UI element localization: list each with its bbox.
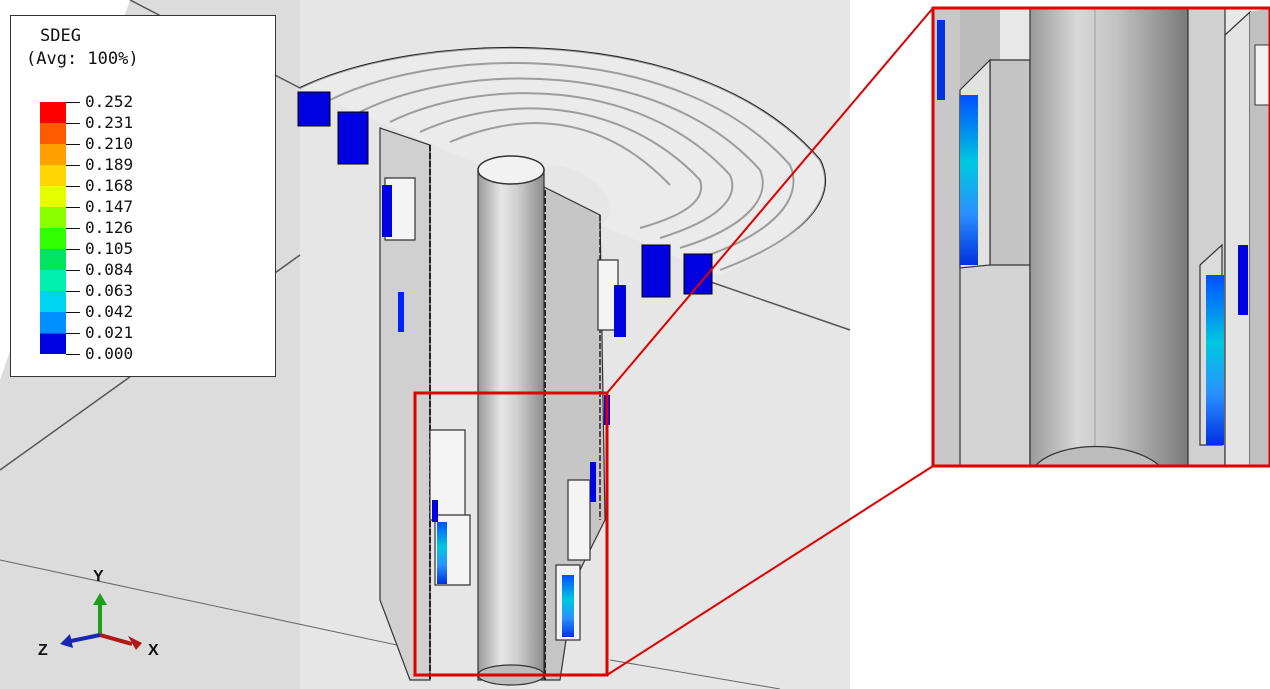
legend-value-label: 0.147 (85, 197, 134, 216)
axis-label-y: Y (93, 568, 104, 585)
legend-swatch (40, 228, 66, 249)
legend-title: SDEG (40, 26, 81, 46)
legend-value-label: 0.084 (85, 260, 134, 279)
legend-swatch (40, 334, 66, 354)
legend-tick (66, 165, 80, 166)
legend-value-label: 0.210 (85, 134, 134, 153)
legend-tick (66, 207, 80, 208)
legend-value-label: 0.021 (85, 323, 134, 342)
central-shaft (477, 155, 545, 686)
legend-swatch (40, 312, 66, 333)
legend-tick (66, 333, 80, 334)
axis-label-z: Z (38, 642, 48, 659)
legend-tick (66, 228, 80, 229)
legend-swatch (40, 186, 66, 207)
legend-value-label: 0.252 (85, 92, 134, 111)
legend-tick (66, 123, 80, 124)
legend-tick (66, 354, 80, 355)
legend-value-label: 0.189 (85, 155, 134, 174)
axis-triad (60, 593, 142, 650)
legend-tick (66, 312, 80, 313)
legend-swatch (40, 270, 66, 291)
damage-patches (297, 91, 713, 637)
legend-tick (66, 270, 80, 271)
top-face (300, 47, 826, 276)
axis-label-x: X (148, 642, 159, 659)
legend-value-label: 0.042 (85, 302, 134, 321)
legend-swatch (40, 165, 66, 186)
legend-value-label: 0.126 (85, 218, 134, 237)
legend-swatch (40, 291, 66, 312)
legend-value-label: 0.168 (85, 176, 134, 195)
legend-tick (66, 102, 80, 103)
zoom-region-marker[interactable] (413, 391, 609, 677)
legend-averaging: (Avg: 100%) (26, 49, 139, 69)
legend-swatch (40, 249, 66, 270)
zoom-inset (931, 6, 1270, 468)
legend-tick (66, 186, 80, 187)
legend-swatch (40, 144, 66, 165)
legend-value-label: 0.000 (85, 344, 134, 363)
legend-value-label: 0.231 (85, 113, 134, 132)
legend-value-label: 0.063 (85, 281, 134, 300)
legend-swatch (40, 207, 66, 228)
legend-tick (66, 291, 80, 292)
legend-tick (66, 249, 80, 250)
legend-tick (66, 144, 80, 145)
legend-swatch (40, 123, 66, 144)
legend-swatch (40, 102, 66, 123)
legend-value-label: 0.105 (85, 239, 134, 258)
zoom-connectors (606, 7, 934, 676)
